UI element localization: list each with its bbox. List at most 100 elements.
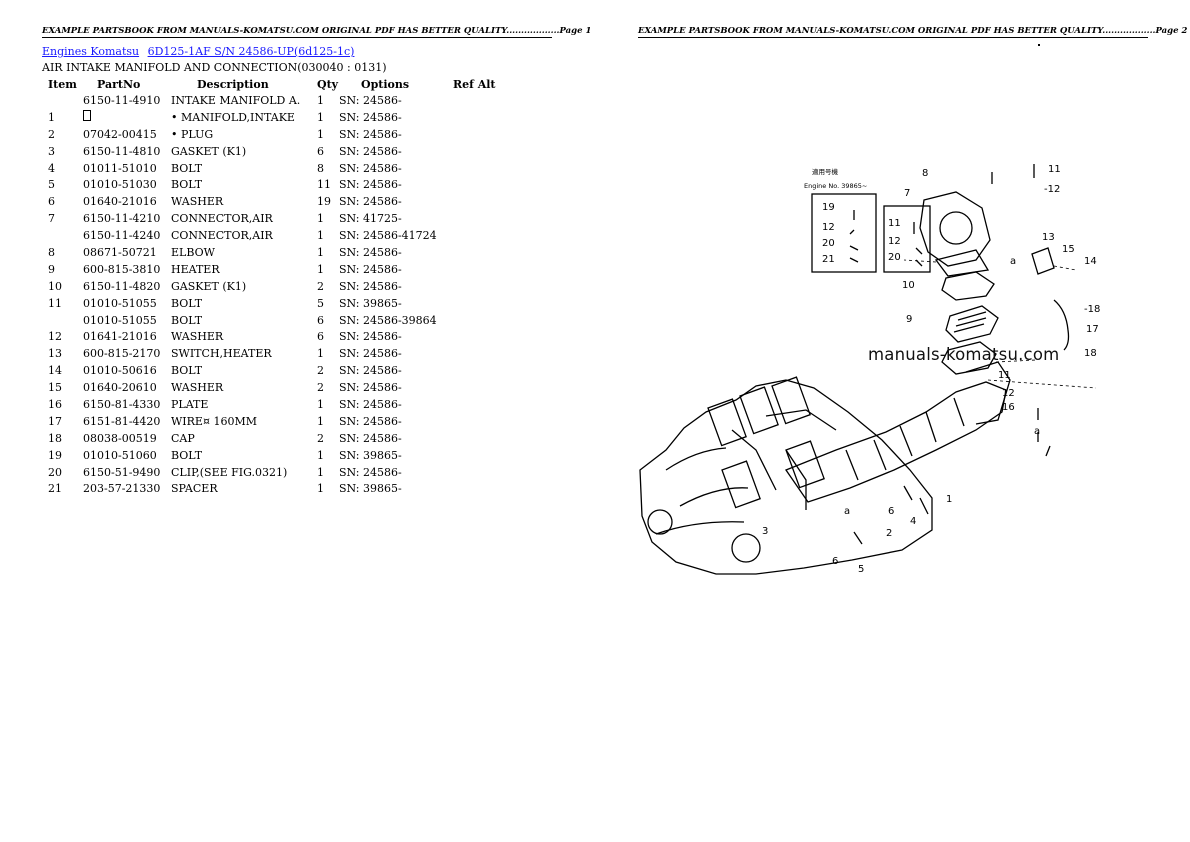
callout-2: 2: [886, 528, 892, 539]
cell-options: SN: 24586-: [339, 431, 402, 445]
cell-partno: 08671-50721: [83, 245, 157, 259]
column-header-item: Item: [48, 77, 77, 91]
cell-refalt: [453, 312, 496, 329]
cell-refalt: [453, 328, 496, 345]
cell-options: SN: 24586-: [339, 110, 402, 124]
cell-qty: 6: [317, 313, 324, 327]
cell-partno: 01010-51055: [83, 296, 157, 310]
cell-description: WASHER: [171, 195, 224, 209]
cell-options: SN: 24586-: [339, 465, 402, 479]
cell-partno: 600-815-2170: [83, 347, 161, 361]
cell-partno: 6151-81-4420: [83, 414, 161, 428]
callout-10: 10: [902, 280, 915, 291]
callout-11: 11: [1048, 164, 1061, 175]
cell-qty: 6: [317, 144, 324, 158]
cell-refalt: [453, 379, 496, 396]
cell-qty: 1: [317, 262, 324, 276]
cell-qty: 8: [317, 161, 324, 175]
cell-item: 16: [48, 397, 62, 411]
parts-table: Item PartNo Description Qty Options Ref …: [42, 76, 496, 497]
cell-refalt: [453, 345, 496, 362]
cell-description: BOLT: [171, 178, 203, 192]
cell-refalt: [453, 92, 496, 109]
stray-dot: [1038, 44, 1040, 46]
cell-item: 17: [48, 414, 62, 428]
callout-19: 19: [822, 202, 835, 213]
cell-options: SN: 39865-: [339, 448, 402, 462]
cell-refalt: [453, 193, 496, 210]
heater-switch-13: [1031, 247, 1055, 275]
cell-refalt: [453, 413, 496, 430]
cell-description: SWITCH,HEATER: [171, 347, 272, 361]
cell-partno: 6150-11-4810: [83, 144, 161, 158]
cell-description: CONNECTOR,AIR: [171, 212, 273, 226]
cell-options: SN: 24586-41724: [339, 229, 437, 243]
column-header-partno: PartNo: [97, 77, 141, 91]
cell-refalt: [453, 396, 496, 413]
cell-qty: 19: [317, 195, 331, 209]
page-1-header: EXAMPLE PARTSBOOK FROM MANUALS-KOMATSU.C…: [42, 26, 592, 38]
connector-bore: [939, 211, 973, 245]
table-header-row: Item PartNo Description Qty Options Ref …: [42, 76, 496, 92]
cell-item: 6: [48, 195, 55, 209]
cell-options: SN: 24586-: [339, 397, 402, 411]
column-header-options: Options: [361, 77, 410, 91]
cell-qty: 1: [317, 110, 324, 124]
cell-description: GASKET (K1): [171, 144, 247, 158]
cell-refalt: [453, 261, 496, 278]
breadcrumb-link-engines-komatsu[interactable]: Engines Komatsu: [42, 45, 140, 58]
page-2-header: EXAMPLE PARTSBOOK FROM MANUALS-KOMATSU.C…: [638, 26, 1188, 38]
cell-description: CLIP,(SEE FIG.0321): [171, 465, 288, 479]
cell-qty: 1: [317, 448, 324, 462]
cell-partno: 6150-11-4210: [83, 212, 161, 226]
cell-options: SN: 24586-: [339, 414, 402, 428]
cell-refalt: [453, 210, 496, 227]
callout-a: a: [844, 506, 850, 517]
cell-partno: 6150-11-4910: [83, 93, 161, 107]
cell-partno: [83, 109, 171, 126]
cell-partno: 01640-21016: [83, 195, 157, 209]
cell-description: ELBOW: [171, 245, 215, 259]
callout-15: 15: [1062, 244, 1075, 255]
engine-port-circle: [647, 509, 673, 535]
cell-item: 11: [48, 296, 62, 310]
cell-partno: 01010-51060: [83, 448, 157, 462]
cell-qty: 1: [317, 93, 324, 107]
callout-18: -18: [1084, 304, 1100, 315]
cell-item: 19: [48, 448, 62, 462]
missing-glyph-icon: [83, 110, 91, 122]
cell-qty: 1: [317, 482, 324, 496]
cell-options: SN: 24586-: [339, 330, 402, 344]
cell-item: 4: [48, 161, 55, 175]
cell-partno: 01010-51055: [83, 313, 157, 327]
cell-qty: 1: [317, 414, 324, 428]
cell-description: BOLT: [171, 313, 203, 327]
cell-refalt: [453, 227, 496, 244]
cell-item: 7: [48, 212, 55, 226]
cell-description: • PLUG: [171, 127, 214, 141]
cell-description: BOLT: [171, 296, 203, 310]
cell-item: 2: [48, 127, 55, 141]
cell-qty: 1: [317, 127, 324, 141]
cell-qty: 2: [317, 279, 324, 293]
engine-port-circle: [731, 533, 761, 563]
cell-refalt: [453, 447, 496, 464]
inset-box-11-20: [883, 205, 931, 273]
cell-description: BOLT: [171, 364, 203, 378]
heater-grid: [953, 311, 987, 333]
inset-box-19-21: [811, 193, 877, 273]
cell-item: [42, 92, 83, 109]
callout-1: 1: [946, 494, 952, 505]
engine-block-outline: [639, 379, 933, 575]
breadcrumb-link-model[interactable]: 6D125-1AF S/N 24586-UP(6d125-1c): [147, 45, 355, 58]
cell-description: SPACER: [171, 482, 218, 496]
